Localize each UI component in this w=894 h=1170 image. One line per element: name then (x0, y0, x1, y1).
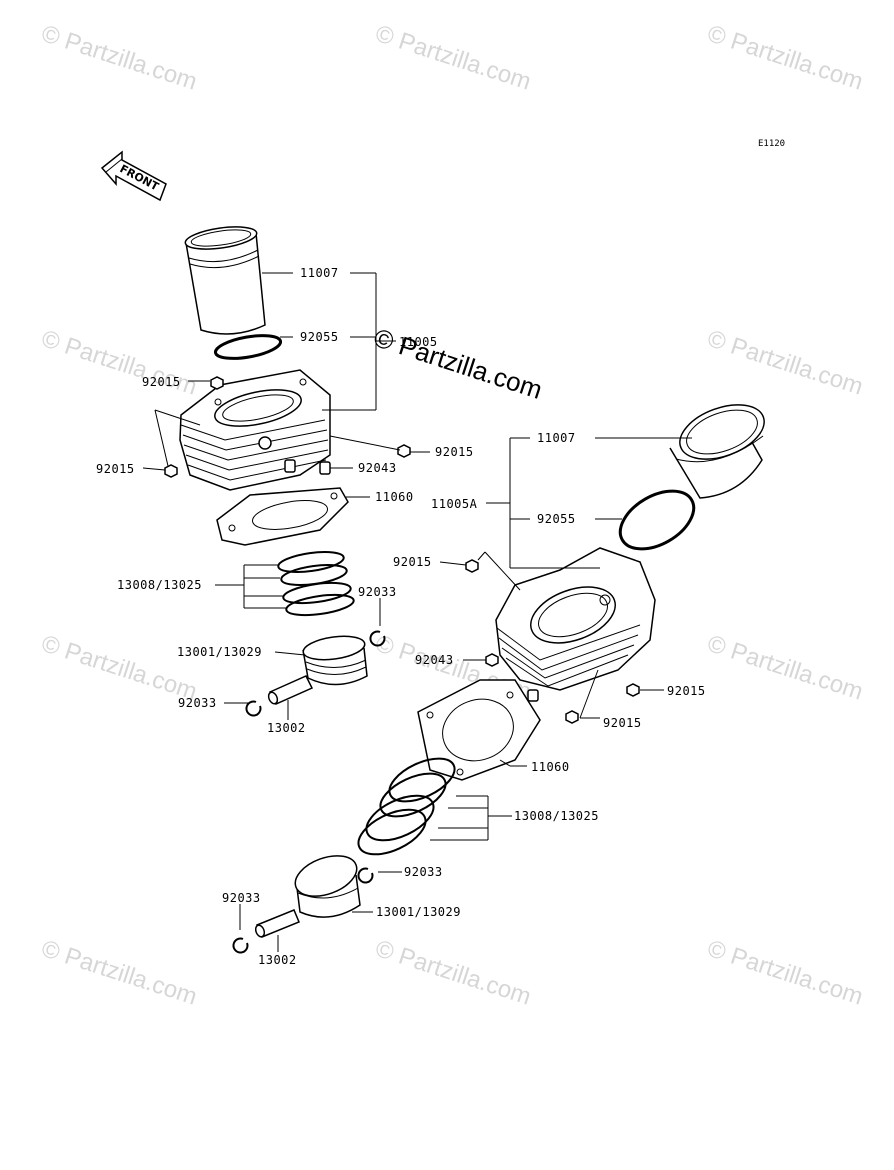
piston-rings-right (357, 757, 456, 856)
nut-icon (485, 653, 499, 667)
watermark: © Partzilla.com (38, 935, 200, 1011)
part-label-11005A: 11005A (431, 497, 478, 511)
part-label-13001-13029: 13001/13029 (376, 905, 461, 919)
part-label-92043: 92043 (415, 653, 454, 667)
nut-icon (210, 376, 224, 390)
piston-left (302, 635, 368, 686)
part-label-11060: 11060 (375, 490, 414, 504)
cylinder-liner-left (184, 226, 266, 335)
part-label-13008-13025: 13008/13025 (514, 809, 599, 823)
nut-icon (164, 464, 178, 478)
dowel-icon (527, 689, 539, 702)
watermark: © Partzilla.com (372, 935, 534, 1011)
watermark: © Partzilla.com (38, 20, 200, 96)
piston-right (294, 855, 361, 918)
watermark: © Partzilla.com (704, 935, 866, 1011)
watermark-center: © Partzilla.com (370, 322, 546, 405)
cylinder-block-right (495, 547, 656, 691)
part-label-92033: 92033 (178, 696, 217, 710)
part-label-13001-13029: 13001/13029 (177, 645, 262, 659)
circlip-icon (245, 700, 262, 717)
part-label-92033: 92033 (404, 865, 443, 879)
diagram-code: E1120 (758, 139, 785, 149)
circlip-icon (232, 937, 249, 954)
part-label-92055: 92055 (537, 512, 576, 526)
front-arrow-icon: FRONT (100, 150, 167, 202)
watermark: © Partzilla.com (704, 630, 866, 706)
nut-icon (397, 444, 411, 458)
part-label-92015: 92015 (142, 375, 181, 389)
piston-pin-right (254, 909, 300, 938)
dowel-icon (284, 459, 296, 473)
part-label-13002: 13002 (258, 953, 297, 967)
part-label-92015: 92015 (96, 462, 135, 476)
part-label-92033: 92033 (358, 585, 397, 599)
leaders-right (239, 437, 692, 952)
o-ring-right (618, 489, 696, 551)
cylinder-block-left (179, 369, 331, 491)
circlip-icon (369, 630, 386, 647)
watermark: © Partzilla.com (372, 20, 534, 96)
part-label-92015: 92015 (393, 555, 432, 569)
part-label-92015: 92015 (603, 716, 642, 730)
part-label-13002: 13002 (267, 721, 306, 735)
nut-icon (565, 710, 579, 724)
part-label-11005: 11005 (399, 335, 438, 349)
part-label-92033: 92033 (222, 891, 261, 905)
gasket-right (417, 679, 541, 781)
watermark: © Partzilla.com (704, 325, 866, 401)
nut-icon (626, 683, 640, 697)
part-label-92015: 92015 (667, 684, 706, 698)
piston-rings-left (277, 550, 355, 617)
gasket-left (216, 487, 349, 546)
cylinder-liner-right (669, 404, 765, 499)
piston-pin-left (267, 675, 314, 705)
part-label-11007: 11007 (300, 266, 339, 280)
circlip-icon (357, 867, 374, 884)
part-label-13008-13025: 13008/13025 (117, 578, 202, 592)
watermark: © Partzilla.com (38, 325, 200, 401)
part-label-92055: 92055 (300, 330, 339, 344)
nut-icon (465, 559, 479, 573)
o-ring-left (213, 334, 283, 360)
part-label-92043: 92043 (358, 461, 397, 475)
watermarks: © Partzilla.com © Partzilla.com © Partzi… (38, 20, 866, 1011)
leaders-left (142, 272, 430, 720)
part-label-11060: 11060 (531, 760, 570, 774)
part-label-92015: 92015 (435, 445, 474, 459)
watermark: © Partzilla.com (38, 630, 200, 706)
watermark: © Partzilla.com (704, 20, 866, 96)
dowel-icon (319, 461, 331, 475)
part-label-11007: 11007 (537, 431, 576, 445)
